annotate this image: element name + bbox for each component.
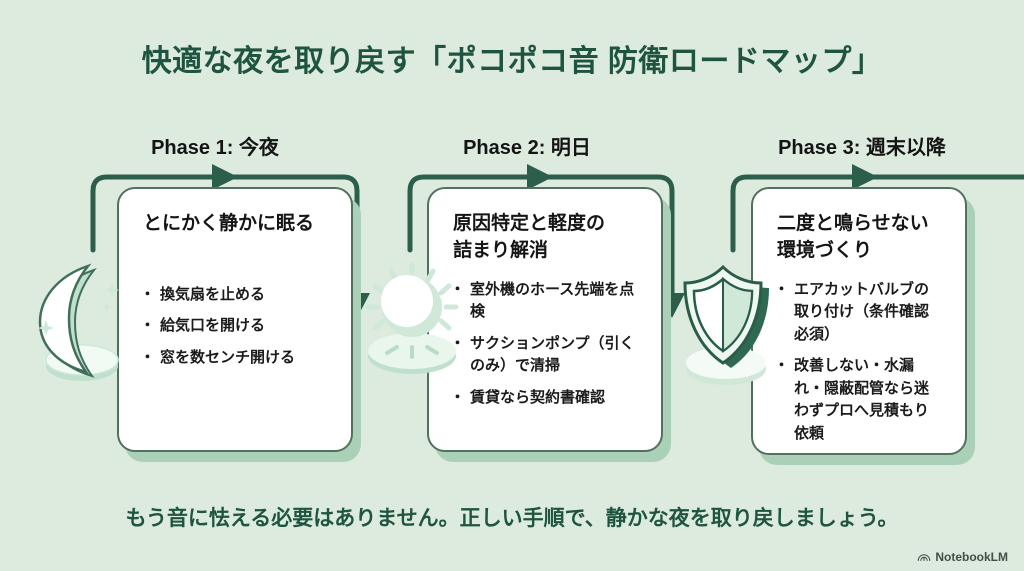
bullet-item: サクションポンプ（引くのみ）で清掃 xyxy=(450,333,639,378)
phase-3-label: Phase 3: 週末以降 xyxy=(778,137,946,159)
phase-2-bullets: 室外機のホース先端を点検 サクションポンプ（引くのみ）で清掃 賃貸なら契約書確認 xyxy=(450,279,639,410)
phase-3-card-title: 二度と鳴らせない 環境づくり xyxy=(777,213,929,261)
phase-1-bullets: 換気扇を止める 給気口を開ける 窓を数センチ開ける xyxy=(140,284,329,370)
footer-message: もう音に怯える必要はありません。正しい手順で、静かな夜を取り戻しましょう。 xyxy=(125,507,899,530)
bullet-item: 給気口を開ける xyxy=(140,315,329,338)
bullet-item: 賃貸なら契約書確認 xyxy=(450,387,639,410)
phase-1-card-title: とにかく静かに眠る xyxy=(143,213,315,234)
phase-3-card: 二度と鳴らせない 環境づくり エアカットバルブの取り付け（条件確認必須） 改善し… xyxy=(751,187,967,455)
bullet-item: 改善しない・水漏れ・隠蔽配管なら迷わずプロへ見積もり依頼 xyxy=(774,355,943,445)
phase-3-bullets: エアカットバルブの取り付け（条件確認必須） 改善しない・水漏れ・隠蔽配管なら迷わ… xyxy=(774,279,943,446)
phase-1-label: Phase 1: 今夜 xyxy=(151,137,279,159)
bullet-item: 窓を数センチ開ける xyxy=(140,347,329,370)
moon-icon xyxy=(38,263,119,381)
sun-icon xyxy=(365,262,459,374)
shield-icon xyxy=(683,264,769,385)
phase-2-card-title: 原因特定と軽度の 詰まり解消 xyxy=(453,213,606,261)
bullet-item: エアカットバルブの取り付け（条件確認必須） xyxy=(774,279,943,347)
bullet-item: 換気扇を止める xyxy=(140,284,329,307)
page-title: 快適な夜を取り戻す「ポコポコ音 防衛ロードマップ」 xyxy=(141,45,883,78)
phase-2-card: 原因特定と軽度の 詰まり解消 室外機のホース先端を点検 サクションポンプ（引くの… xyxy=(427,187,663,452)
brand-label: NotebookLM xyxy=(935,550,1008,564)
bullet-item: 室外機のホース先端を点検 xyxy=(450,279,639,324)
notebooklm-icon xyxy=(918,554,931,562)
phase-2-label: Phase 2: 明日 xyxy=(463,137,591,159)
notebooklm-badge: NotebookLM xyxy=(917,550,1008,564)
phase-1-card: とにかく静かに眠る 換気扇を止める 給気口を開ける 窓を数センチ開ける xyxy=(117,187,353,452)
